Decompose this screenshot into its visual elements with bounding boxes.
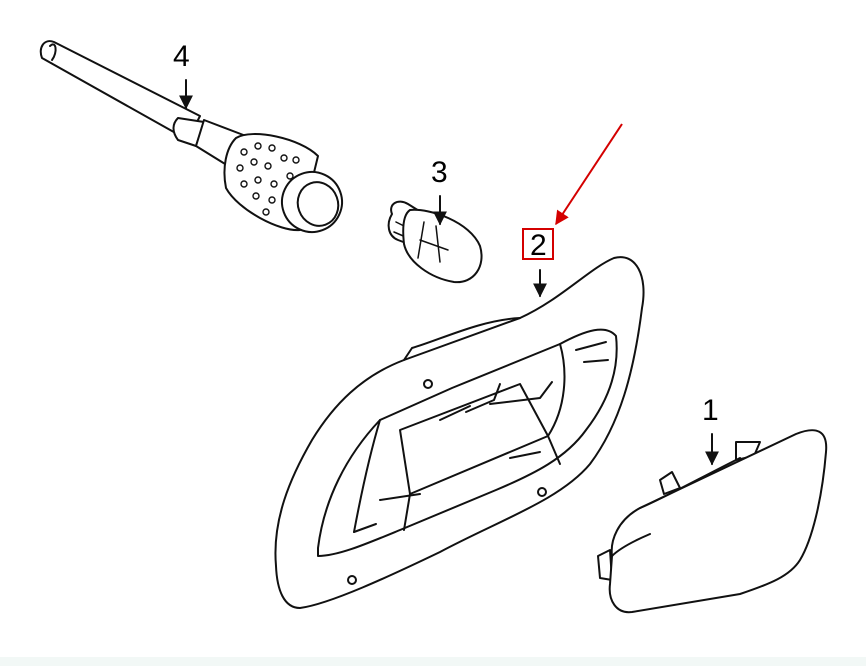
- callout-part-3: 3: [431, 156, 448, 189]
- leader-arrows: [179, 79, 719, 466]
- callout-highlight-box: [522, 228, 554, 260]
- callout-part-2: 2: [530, 229, 547, 262]
- callout-part-4: 4: [173, 40, 190, 73]
- footer-strip: [0, 657, 866, 666]
- part-2-housing: [274, 256, 645, 609]
- part-4-socket-harness: [39, 40, 343, 233]
- callout-part-1: 1: [702, 394, 719, 427]
- highlight-arrow: [555, 123, 623, 226]
- part-3-bulb: [387, 200, 483, 284]
- grip-texture: [236, 142, 300, 216]
- part-1-lens: [597, 429, 828, 614]
